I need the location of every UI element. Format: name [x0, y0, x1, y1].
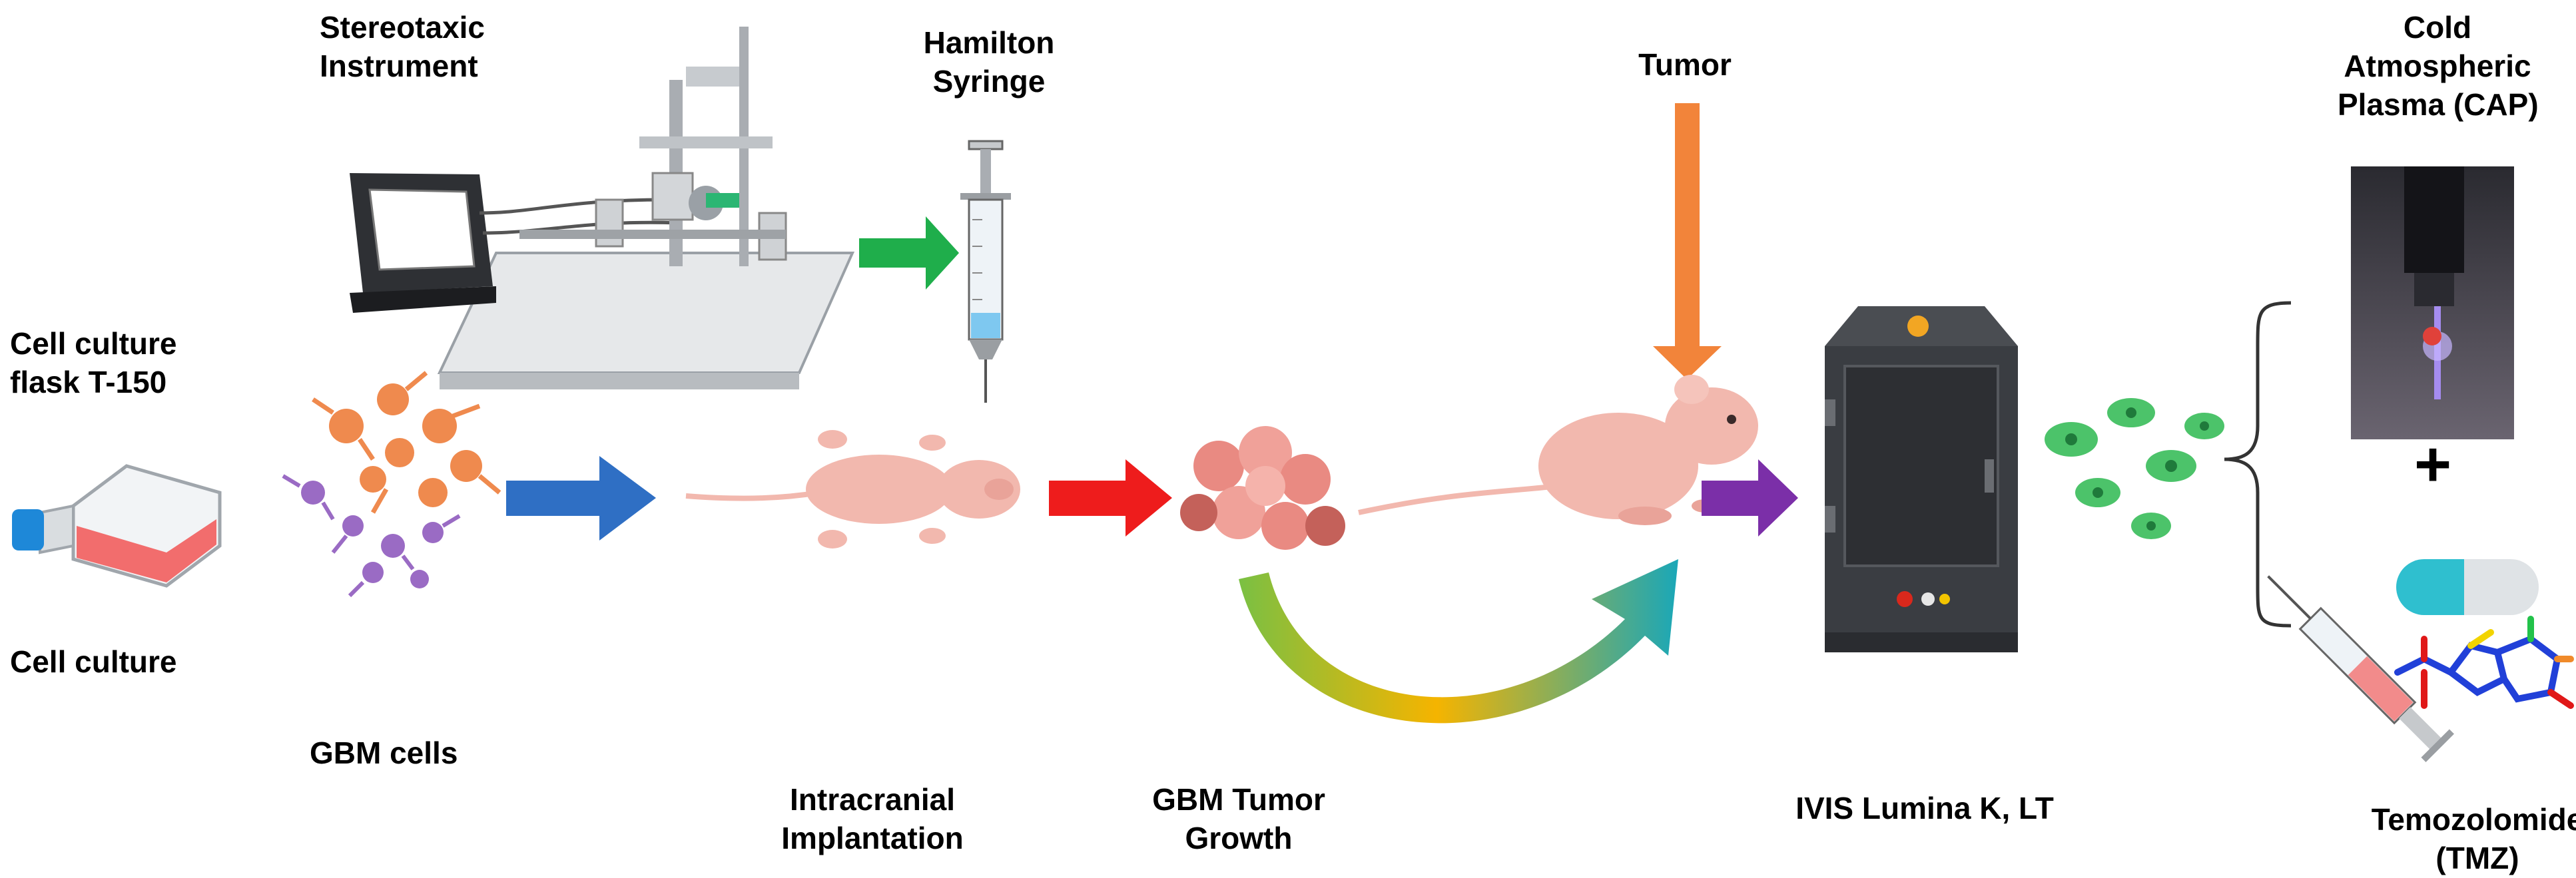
orange-arrow — [1653, 103, 1722, 379]
label-line: Cell culture — [10, 644, 177, 679]
curved-gradient-arrow — [1239, 559, 1678, 724]
purple-arrow — [1702, 459, 1798, 537]
intracranial-implantation-label: Intracranial Implantation — [773, 780, 972, 857]
tumor-cluster-icon — [1180, 426, 1345, 550]
temozolomide-label: Temozolomide (TMZ) — [2371, 800, 2576, 877]
implanted-mouse-icon — [685, 430, 1020, 549]
gbm-cells-label: GBM cells — [310, 734, 458, 772]
label-line: Implantation — [781, 821, 964, 855]
label-line: Growth — [1185, 821, 1293, 855]
tmz-capsule-icon — [2396, 559, 2539, 615]
cap-device-image — [2351, 166, 2514, 439]
stereotaxic-instrument-label: Stereotaxic Instrument — [320, 8, 485, 85]
cell-culture-label: Cell culture — [10, 642, 177, 681]
label-line: Instrument — [320, 49, 478, 83]
label-line: Cold — [2403, 10, 2472, 45]
plus-sign: + — [2414, 429, 2452, 500]
label-line: Temozolomide — [2371, 802, 2576, 837]
tmz-molecule-icon — [2394, 616, 2574, 709]
label-line: Plasma (CAP) — [2338, 87, 2539, 122]
hamilton-syringe-icon — [960, 140, 1011, 403]
tumor-label: Tumor — [1618, 45, 1752, 84]
flask-label: Cell culture flask T-150 — [10, 324, 177, 401]
label-line: Intracranial — [790, 782, 955, 817]
label-line: Atmospheric — [2344, 49, 2531, 83]
red-arrow — [1049, 459, 1172, 537]
label-line: (TMZ) — [2435, 841, 2519, 875]
label-line: IVIS Lumina K, LT — [1795, 791, 2054, 825]
label-line: Hamilton — [923, 25, 1055, 60]
cap-label: Cold Atmospheric Plasma (CAP) — [2338, 8, 2539, 124]
green-cells-icon — [2045, 398, 2224, 539]
label-line: Cell culture — [10, 326, 177, 361]
label-line: Tumor — [1638, 47, 1732, 82]
label-line: Syringe — [932, 64, 1046, 99]
label-line: Stereotaxic — [320, 10, 485, 45]
stereotaxic-instrument-icon — [350, 27, 855, 389]
ivis-label: IVIS Lumina K, LT — [1765, 789, 2085, 827]
gbm-tumor-growth-label: GBM Tumor Growth — [1152, 780, 1325, 857]
hamilton-syringe-label: Hamilton Syringe — [922, 23, 1056, 101]
label-line: GBM cells — [310, 736, 458, 770]
treatment-bracket — [2224, 301, 2292, 628]
label-line: GBM Tumor — [1152, 782, 1325, 817]
green-arrow — [859, 216, 959, 290]
blue-arrow — [506, 456, 656, 541]
gbm-cells-icon — [282, 371, 501, 598]
ivis-imager-icon — [1825, 306, 2018, 652]
tmz-syringe-icon — [2267, 575, 2454, 762]
tumor-mouse-icon — [1358, 375, 1758, 525]
cell-culture-flask-icon — [12, 464, 222, 588]
label-line: flask T-150 — [10, 365, 167, 399]
